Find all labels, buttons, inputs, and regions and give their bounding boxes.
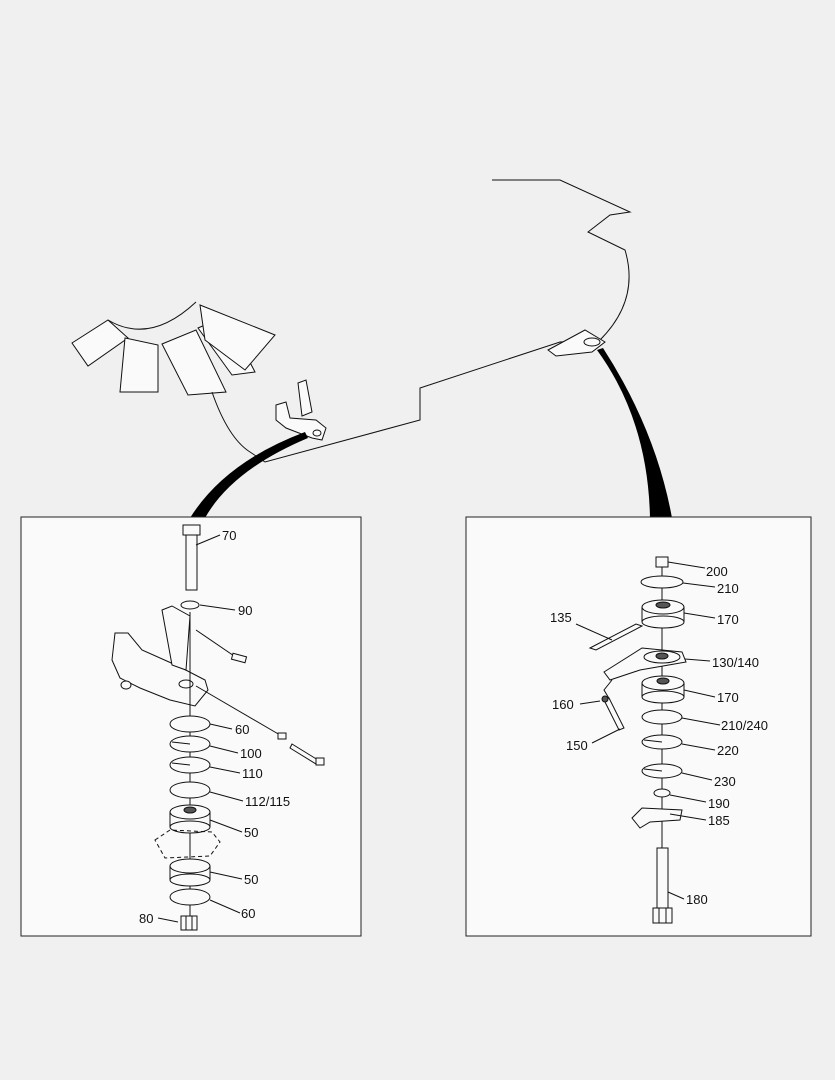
label-135: 135	[550, 610, 572, 625]
bracket-left	[111, 605, 209, 707]
bolt-70	[182, 524, 201, 591]
engine-overview	[71, 179, 672, 518]
mount-rubber-top	[169, 804, 211, 834]
label-190: 190	[708, 796, 730, 811]
fan-blades	[71, 301, 276, 396]
shim-110	[169, 756, 211, 774]
front-mount-small	[275, 379, 327, 441]
bolt-180	[652, 847, 673, 924]
bracket-185	[631, 807, 683, 829]
label-112-115: 112/115	[245, 794, 290, 809]
callout-right	[597, 348, 672, 518]
right-leaders	[575, 561, 721, 900]
bolt-small	[195, 629, 248, 664]
label-210: 210	[717, 581, 739, 596]
label-80: 80	[139, 911, 153, 926]
mount-rubber-bottom	[169, 858, 211, 887]
washer-210-top	[640, 575, 684, 589]
label-100: 100	[240, 746, 262, 761]
label-200: 200	[706, 564, 728, 579]
label-160: 160	[552, 697, 574, 712]
washer-60-bottom	[169, 888, 211, 906]
label-90: 90	[238, 603, 252, 618]
washer-112	[169, 781, 211, 799]
washer-210-240	[641, 709, 683, 725]
label-230: 230	[714, 774, 736, 789]
nut-80	[180, 915, 198, 931]
label-50-top: 50	[244, 825, 258, 840]
bracket-130-140	[603, 647, 687, 681]
right-detail-panel: 200 210 170 135 130/140 170 160 210/240 …	[465, 516, 812, 937]
nut-200	[655, 556, 669, 568]
label-70: 70	[222, 528, 236, 543]
label-210-240: 210/240	[721, 718, 768, 733]
washer-90	[180, 600, 200, 610]
rear-mount-small	[547, 329, 606, 357]
callout-left	[190, 432, 308, 518]
shim-220	[641, 734, 683, 750]
left-detail-panel: 70 90 60 100 110 112/115 50 50 60 80	[20, 516, 362, 937]
label-130-140: 130/140	[712, 655, 759, 670]
rubber-170-top	[641, 599, 685, 629]
bracket-135	[588, 623, 644, 651]
rubber-170-bottom	[641, 675, 685, 704]
washer-190	[653, 788, 671, 798]
shim-230	[641, 763, 683, 779]
bolt-150-160	[601, 695, 625, 731]
label-220: 220	[717, 743, 739, 758]
label-180: 180	[686, 892, 708, 907]
label-170-bottom: 170	[717, 690, 739, 705]
label-110: 110	[242, 766, 263, 781]
left-leaders	[157, 534, 244, 923]
label-60-top: 60	[235, 722, 249, 737]
washer-60-top	[169, 715, 211, 733]
label-50-bottom: 50	[244, 872, 258, 887]
label-170-top: 170	[717, 612, 739, 627]
shim-100	[169, 735, 211, 753]
bolt-long	[289, 743, 325, 766]
label-185: 185	[708, 813, 730, 828]
label-150: 150	[566, 738, 588, 753]
label-60-bottom: 60	[241, 906, 255, 921]
